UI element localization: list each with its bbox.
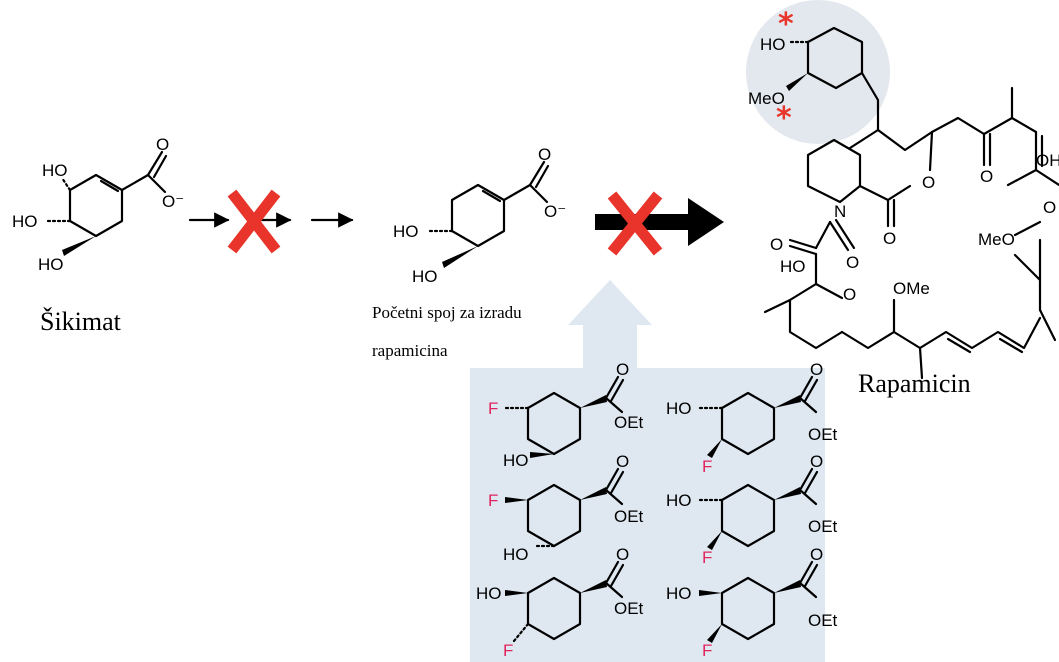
rapamycin-structure: HO MeO * * O O OH MeO O N O: [746, 0, 1059, 380]
caption-start-line1: Početni spoj za izradu: [372, 303, 522, 322]
caption-shikimate: Šikimat: [40, 307, 122, 336]
atom-ome: OMe: [893, 279, 930, 298]
atom-oet: OEt: [808, 425, 838, 444]
atom-o: O: [1043, 198, 1056, 217]
atom-ho: HO: [503, 451, 529, 470]
analog-panel: [470, 280, 825, 662]
atom-o: O: [616, 545, 629, 564]
block-x-icon: [227, 189, 281, 254]
atom-o: O: [538, 145, 551, 164]
atom-ho: HO: [666, 584, 692, 603]
atom-ho: HO: [760, 35, 786, 54]
atom-o: O: [616, 360, 629, 379]
atom-f: F: [702, 641, 712, 660]
atom-meo: MeO: [748, 89, 785, 108]
analog-6: O OEt HO F: [666, 545, 838, 660]
atom-ho: HO: [666, 491, 692, 510]
analog-2: O OEt HO F: [666, 360, 838, 476]
atom-o: O: [922, 173, 935, 192]
atom-o: O: [846, 253, 859, 272]
atom-ho: HO: [12, 212, 38, 231]
atom-f: F: [488, 491, 498, 510]
analog-4: O OEt HO F: [666, 452, 838, 567]
atom-oet: OEt: [808, 611, 838, 630]
atom-oet: OEt: [614, 599, 644, 618]
atom-ho: HO: [780, 257, 806, 276]
atom-o: O: [980, 167, 993, 186]
atom-f: F: [702, 457, 712, 476]
atom-oet: OEt: [614, 507, 644, 526]
analog-1: O OEt F HO: [488, 360, 644, 470]
bold-arrow: [595, 198, 724, 246]
atom-o: O: [770, 235, 783, 254]
atom-ho: HO: [476, 584, 502, 603]
atom-ho: HO: [42, 161, 68, 180]
atom-ho: HO: [38, 255, 64, 274]
asterisk-icon: *: [776, 101, 792, 136]
atom-oet: OEt: [808, 517, 838, 536]
highlight-circle: [746, 0, 890, 144]
atom-o: O: [883, 229, 896, 248]
atom-n: N: [834, 202, 846, 221]
analog-3: O OEt F HO: [488, 452, 644, 564]
atom-f: F: [488, 399, 498, 418]
atom-oet: OEt: [614, 413, 644, 432]
atom-meo: MeO: [978, 230, 1015, 249]
atom-ho: HO: [666, 399, 692, 418]
atom-oh: OH: [1036, 151, 1059, 170]
atom-o: O: [810, 452, 823, 471]
shikimate-structure: O O⁻ HO HO HO: [12, 135, 184, 274]
atom-o: O: [810, 545, 823, 564]
atom-o-minus: O⁻: [162, 192, 184, 211]
atom-o: O: [616, 452, 629, 471]
atom-ho: HO: [503, 545, 529, 564]
asterisk-icon: *: [778, 7, 794, 42]
analog-5: O OEt HO F: [476, 545, 644, 660]
atom-o: O: [843, 285, 856, 304]
atom-ho: HO: [412, 267, 438, 286]
atom-f: F: [503, 641, 513, 660]
atom-o-minus: O⁻: [544, 202, 566, 221]
atom-o: O: [810, 360, 823, 379]
caption-start-line2: rapamicina: [372, 341, 448, 360]
atom-ho: HO: [393, 222, 419, 241]
starting-compound-structure: O O⁻ HO HO: [393, 145, 566, 286]
atom-o: O: [156, 135, 169, 154]
atom-f: F: [702, 548, 712, 567]
caption-rapamycin: Rapamicin: [858, 369, 971, 398]
block-x-icon: [607, 191, 663, 256]
